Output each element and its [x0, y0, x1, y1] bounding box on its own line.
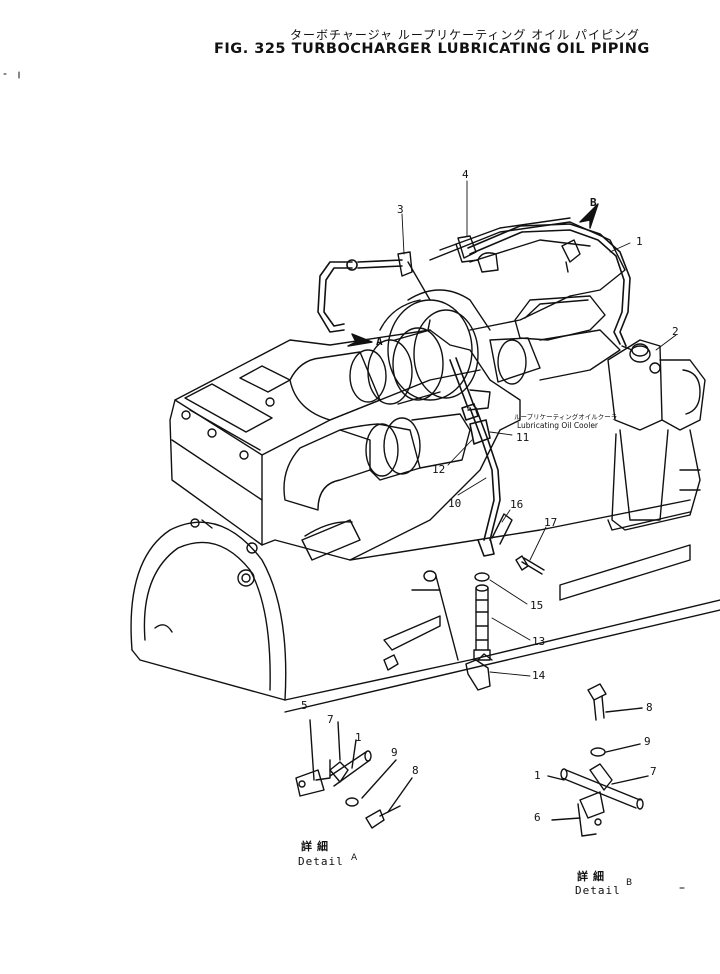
rocker-cover	[429, 217, 626, 385]
oil-return-pipe-10	[449, 357, 501, 557]
detail-b-callout-7: 7	[650, 765, 657, 778]
detail-b-letter: B	[626, 878, 633, 888]
detail-b-label: Detail	[575, 884, 621, 897]
callout-13: 13	[532, 635, 546, 648]
oil-pipe-1	[467, 223, 631, 347]
callout-4: 4	[462, 168, 469, 181]
detail-a-label-jp: 詳細	[301, 840, 333, 853]
detail-a-callout-7: 7	[327, 713, 334, 726]
callout-10: 10	[448, 497, 462, 510]
detail-a-callout-8: 8	[412, 764, 419, 777]
bolt-17	[515, 555, 545, 575]
title-japanese: ターボチャージャ ループリケーティング オイル パイピング	[290, 28, 641, 42]
hose-13	[423, 570, 491, 661]
callout-2: 2	[672, 325, 679, 338]
detail-a-drawing	[295, 719, 413, 829]
detail-b-label-jp: 詳細	[577, 870, 609, 883]
oil-cooler-label-jp: ループリケーティングオイルクーラ	[514, 413, 618, 421]
leader-lines	[401, 180, 677, 677]
detail-a-callout-5: 5	[301, 699, 308, 712]
view-arrow-a	[347, 333, 373, 347]
detail-b-callout-8: 8	[646, 701, 653, 714]
callout-16: 16	[510, 498, 524, 511]
exhaust-elbow	[283, 413, 471, 511]
oil-cooler-label: Lubricating Oil Cooler	[517, 421, 599, 430]
turbocharger	[379, 289, 491, 411]
fitting-3	[397, 251, 431, 301]
callout-12: 12	[432, 463, 446, 476]
detail-a-label: Detail	[298, 855, 344, 868]
elbow-14	[465, 653, 493, 691]
callout-14: 14	[532, 669, 546, 682]
banjo-fitting-2	[621, 343, 649, 357]
callout-1: 1	[636, 235, 643, 248]
detail-b-callout-6: 6	[534, 811, 541, 824]
oil-pipe-upper-left	[317, 259, 403, 333]
detail-a-letter: A	[351, 853, 358, 863]
view-mark-b: B	[590, 196, 597, 209]
oil-cooler-housing	[607, 339, 706, 531]
engine-block	[169, 329, 521, 587]
clip-16	[491, 513, 513, 545]
scan-marks	[3, 71, 685, 889]
detail-b-callout-9: 9	[644, 735, 651, 748]
detail-b-drawing	[547, 683, 649, 837]
clamp-4	[455, 235, 479, 263]
clamp-b-location	[561, 239, 581, 273]
lower-rails	[284, 499, 720, 713]
detail-b-callout-1: 1	[534, 769, 541, 782]
callout-17: 17	[544, 516, 558, 529]
detail-a-callout-9: 9	[391, 746, 398, 759]
figure-title: FIG. 325 TURBOCHARGER LUBRICATING OIL PI…	[214, 41, 650, 57]
detail-a-callout-1: 1	[355, 731, 362, 744]
callout-11: 11	[516, 431, 530, 444]
view-mark-a: A	[376, 335, 383, 348]
flywheel-housing	[130, 521, 287, 701]
callout-3: 3	[397, 203, 404, 216]
view-arrow-b	[579, 203, 599, 229]
callout-15: 15	[530, 599, 544, 612]
